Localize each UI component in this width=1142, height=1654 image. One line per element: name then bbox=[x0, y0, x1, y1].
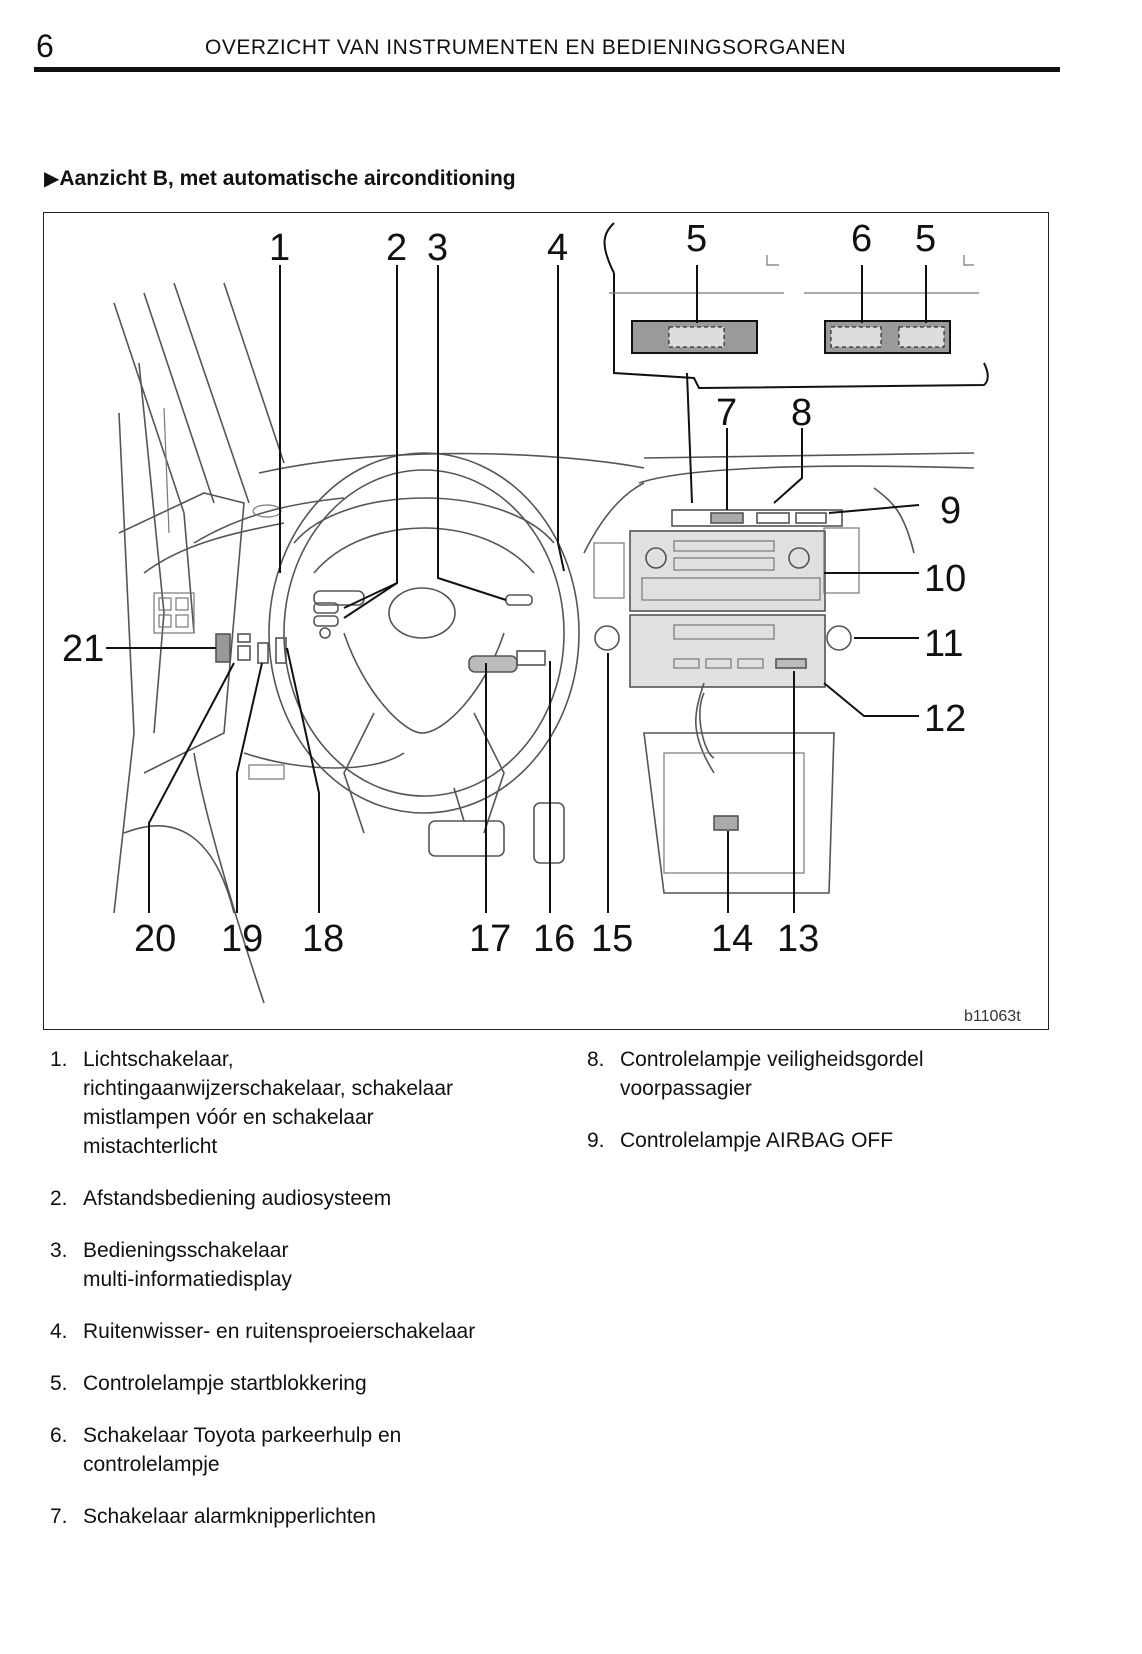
callout-18: 18 bbox=[302, 918, 344, 960]
legend-item-text: Bedieningsschakelaar multi‑informatiedis… bbox=[83, 1239, 292, 1291]
left-pillar-drawing bbox=[113, 282, 285, 914]
callout-2: 2 bbox=[386, 227, 407, 269]
legend-item: 5. Controlelampje startblokkering bbox=[50, 1369, 570, 1398]
callout-15: 15 bbox=[591, 918, 633, 960]
legend-item: 7. Schakelaar alarmknipperlichten bbox=[50, 1502, 570, 1531]
left-switch-panel-drawing bbox=[118, 492, 405, 1004]
indicator-inset-drawing bbox=[603, 222, 989, 504]
legend-right-column: 8. Controlelampje veiligheidsgordel voorp… bbox=[587, 1045, 1047, 1178]
pedals-drawing bbox=[428, 787, 565, 864]
legend-item-number: 2. bbox=[50, 1187, 68, 1210]
dashboard-illustration: 1 2 3 4 5 6 5 7 8 9 10 11 12 20 19 18 17… bbox=[43, 212, 1049, 1030]
callout-11: 11 bbox=[924, 623, 963, 665]
legend-item-text: Schakelaar Toyota parkeerhulp en control… bbox=[83, 1424, 402, 1476]
callout-10: 10 bbox=[924, 558, 966, 600]
legend-item: 9. Controlelampje AIRBAG OFF bbox=[587, 1126, 1047, 1155]
page-number: 6 bbox=[36, 28, 54, 64]
callout-3: 3 bbox=[427, 227, 448, 269]
callout-4: 4 bbox=[547, 227, 568, 269]
legend-item: 4. Ruitenwisser‑ en ruitensproeierschakel… bbox=[50, 1317, 570, 1346]
legend-item-number: 4. bbox=[50, 1320, 68, 1343]
callout-7: 7 bbox=[716, 392, 737, 434]
callout-19: 19 bbox=[221, 918, 263, 960]
legend-left-column: 1. Lichtschakelaar, richtingaanwijzerscha… bbox=[50, 1045, 570, 1554]
callout-1: 1 bbox=[269, 227, 290, 269]
center-console-drawing bbox=[583, 482, 915, 894]
legend-item-text: Controlelampje veiligheidsgordel voorpas… bbox=[620, 1048, 924, 1100]
legend-item: 2. Afstandsbediening audiosysteem bbox=[50, 1184, 570, 1213]
leader-lines bbox=[106, 265, 927, 913]
legend-item: 6. Schakelaar Toyota parkeerhulp en contr… bbox=[50, 1421, 570, 1479]
header-rule bbox=[34, 67, 1060, 72]
legend-item-number: 6. bbox=[50, 1424, 68, 1447]
legend-item-text: Afstandsbediening audiosysteem bbox=[83, 1187, 392, 1210]
legend-item-text: Lichtschakelaar, richtingaanwijzerschake… bbox=[83, 1048, 454, 1158]
legend-item-number: 9. bbox=[587, 1129, 605, 1152]
callout-16: 16 bbox=[533, 918, 575, 960]
legend-item-number: 1. bbox=[50, 1048, 68, 1071]
callout-numbers: 1 2 3 4 5 6 5 7 8 9 10 11 12 20 19 18 17… bbox=[62, 218, 1021, 1025]
legend-item-text: Controlelampje AIRBAG OFF bbox=[620, 1129, 894, 1152]
callout-5a: 5 bbox=[686, 218, 707, 260]
running-header: OVERZICHT VAN INSTRUMENTEN EN BEDIENINGS… bbox=[205, 36, 847, 59]
legend-item-number: 3. bbox=[50, 1239, 68, 1262]
section-heading: ▶Aanzicht B, met automatische airconditi… bbox=[44, 166, 516, 191]
callout-21: 21 bbox=[62, 628, 104, 670]
legend-item-number: 7. bbox=[50, 1505, 68, 1528]
legend-item-text: Ruitenwisser‑ en ruitensproeierschakelaa… bbox=[83, 1320, 476, 1343]
callout-5b: 5 bbox=[915, 218, 936, 260]
callout-12: 12 bbox=[924, 698, 966, 740]
callout-20: 20 bbox=[134, 918, 176, 960]
legend-item-number: 5. bbox=[50, 1372, 68, 1395]
callout-13: 13 bbox=[777, 918, 819, 960]
callout-9: 9 bbox=[940, 490, 961, 532]
legend-item-number: 8. bbox=[587, 1048, 605, 1071]
dashboard-drawing: 1 2 3 4 5 6 5 7 8 9 10 11 12 20 19 18 17… bbox=[62, 218, 1021, 1025]
legend-item-text: Controlelampje startblokkering bbox=[83, 1372, 367, 1395]
callout-8: 8 bbox=[791, 392, 812, 434]
legend-item-text: Schakelaar alarmknipperlichten bbox=[83, 1505, 376, 1528]
figure-code: b11063t bbox=[964, 1008, 1021, 1025]
legend-item: 8. Controlelampje veiligheidsgordel voorp… bbox=[587, 1045, 1047, 1103]
dash-top-drawing bbox=[143, 452, 975, 574]
section-heading-text: Aanzicht B, met automatische airconditio… bbox=[59, 167, 516, 190]
callout-14: 14 bbox=[711, 918, 753, 960]
legend-item: 3. Bedieningsschakelaar multi‑informatied… bbox=[50, 1236, 570, 1294]
steering-wheel-drawing bbox=[268, 452, 580, 834]
callout-6: 6 bbox=[851, 218, 872, 260]
triangle-marker-icon: ▶ bbox=[44, 168, 60, 190]
callout-17: 17 bbox=[469, 918, 511, 960]
legend-item: 1. Lichtschakelaar, richtingaanwijzerscha… bbox=[50, 1045, 570, 1161]
